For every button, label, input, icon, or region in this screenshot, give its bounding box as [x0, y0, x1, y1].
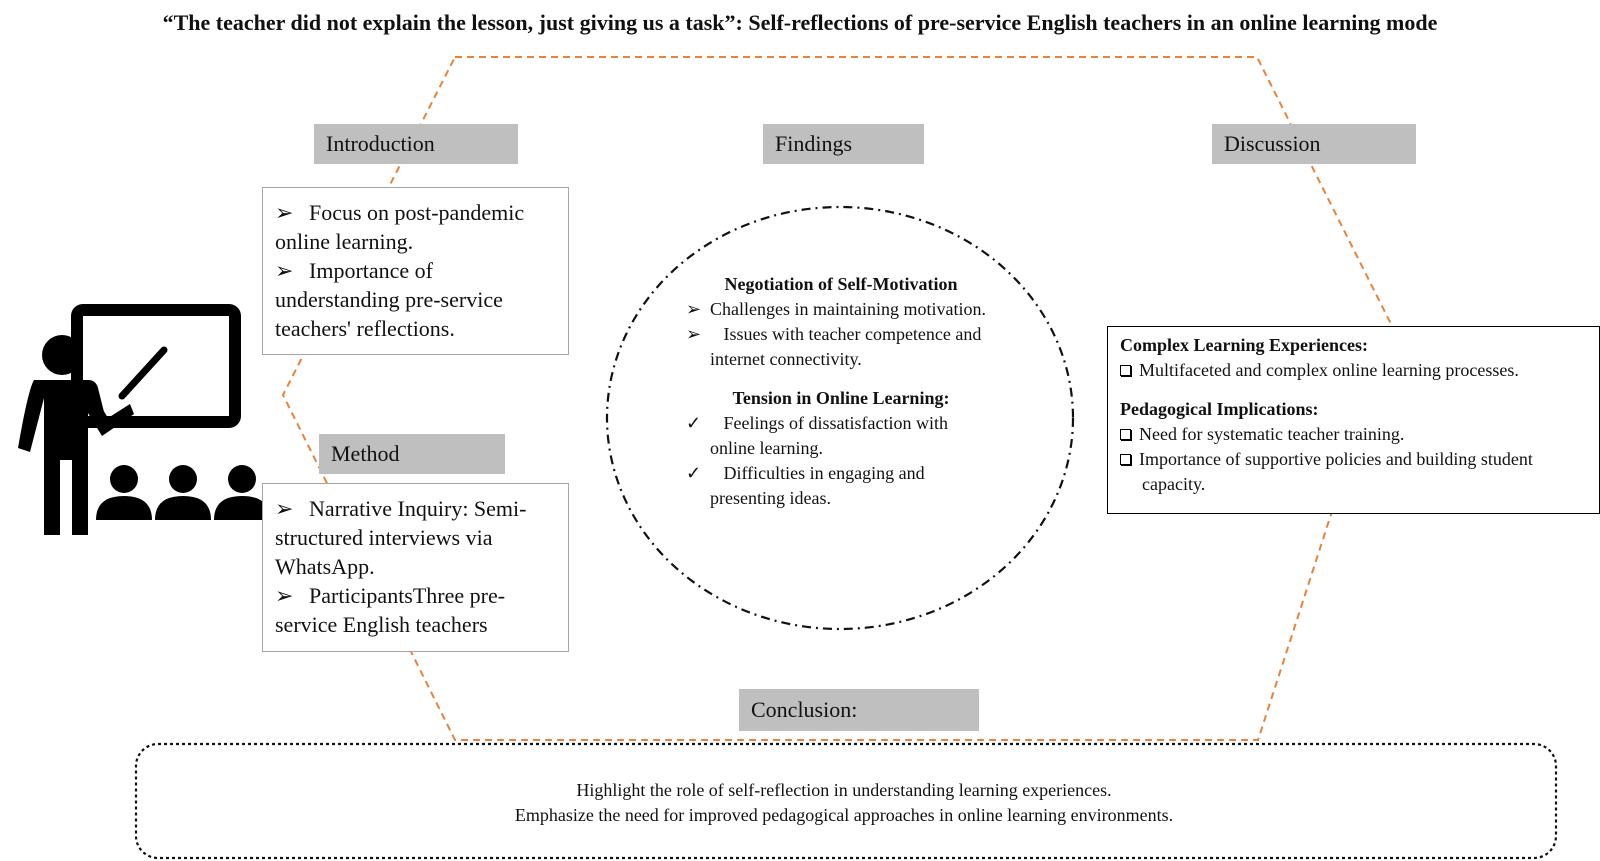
- discussion-heading: Pedagogical Implications:: [1120, 399, 1319, 419]
- discussion-tag: Discussion: [1212, 124, 1416, 164]
- conclusion-line: Emphasize the need for improved pedagogi…: [514, 805, 1174, 825]
- findings-heading: Tension in Online Learning:: [732, 388, 950, 408]
- discussion-item: Importance of supportive policies and bu…: [1120, 447, 1587, 497]
- checkbox-icon: [1120, 429, 1131, 440]
- conclusion-line: Highlight the role of self-reflection in…: [576, 780, 1112, 800]
- introduction-item: ➢Importance of understanding pre-service…: [275, 258, 503, 341]
- findings-item: ✓ Feelings of dissatisfaction with onlin…: [686, 413, 948, 458]
- discussion-item: Multifaceted and complex online learning…: [1120, 358, 1587, 383]
- method-item: ➢ParticipantsThree pre-service English t…: [275, 583, 506, 637]
- findings-item: ➢Challenges in maintaining motivation.: [686, 299, 986, 319]
- findings-circle: [605, 205, 1075, 631]
- method-tag: Method: [319, 434, 505, 474]
- method-box: ➢Narrative Inquiry: Semi-structured inte…: [262, 483, 569, 652]
- findings-item: ➢ Issues with teacher competence and int…: [686, 324, 982, 369]
- conclusion-text: Highlight the role of self-reflection in…: [134, 778, 1554, 828]
- conclusion-frame: [134, 742, 1558, 860]
- method-item: ➢Narrative Inquiry: Semi-structured inte…: [275, 496, 527, 579]
- hexagon-outline: [281, 56, 1394, 741]
- introduction-tag: Introduction: [314, 124, 518, 164]
- findings-heading: Negotiation of Self-Motivation: [724, 274, 958, 294]
- checkbox-icon: [1120, 365, 1131, 376]
- page-title: “The teacher did not explain the lesson,…: [162, 10, 1438, 35]
- introduction-box: ➢Focus on post-pandemic online learning.…: [262, 187, 569, 355]
- discussion-box: Complex Learning Experiences: Multifacet…: [1107, 326, 1600, 514]
- findings-content: Negotiation of Self-Motivation ➢Challeng…: [686, 272, 996, 511]
- conclusion-tag: Conclusion:: [739, 689, 979, 731]
- checkbox-icon: [1120, 454, 1131, 465]
- teacher-presentation-icon: [18, 304, 270, 535]
- discussion-heading: Complex Learning Experiences:: [1120, 335, 1368, 355]
- discussion-item: Need for systematic teacher training.: [1120, 422, 1587, 447]
- introduction-item: ➢Focus on post-pandemic online learning.: [275, 200, 525, 254]
- findings-item: ✓ Difficulties in engaging and presentin…: [686, 463, 925, 508]
- findings-tag: Findings: [763, 124, 924, 164]
